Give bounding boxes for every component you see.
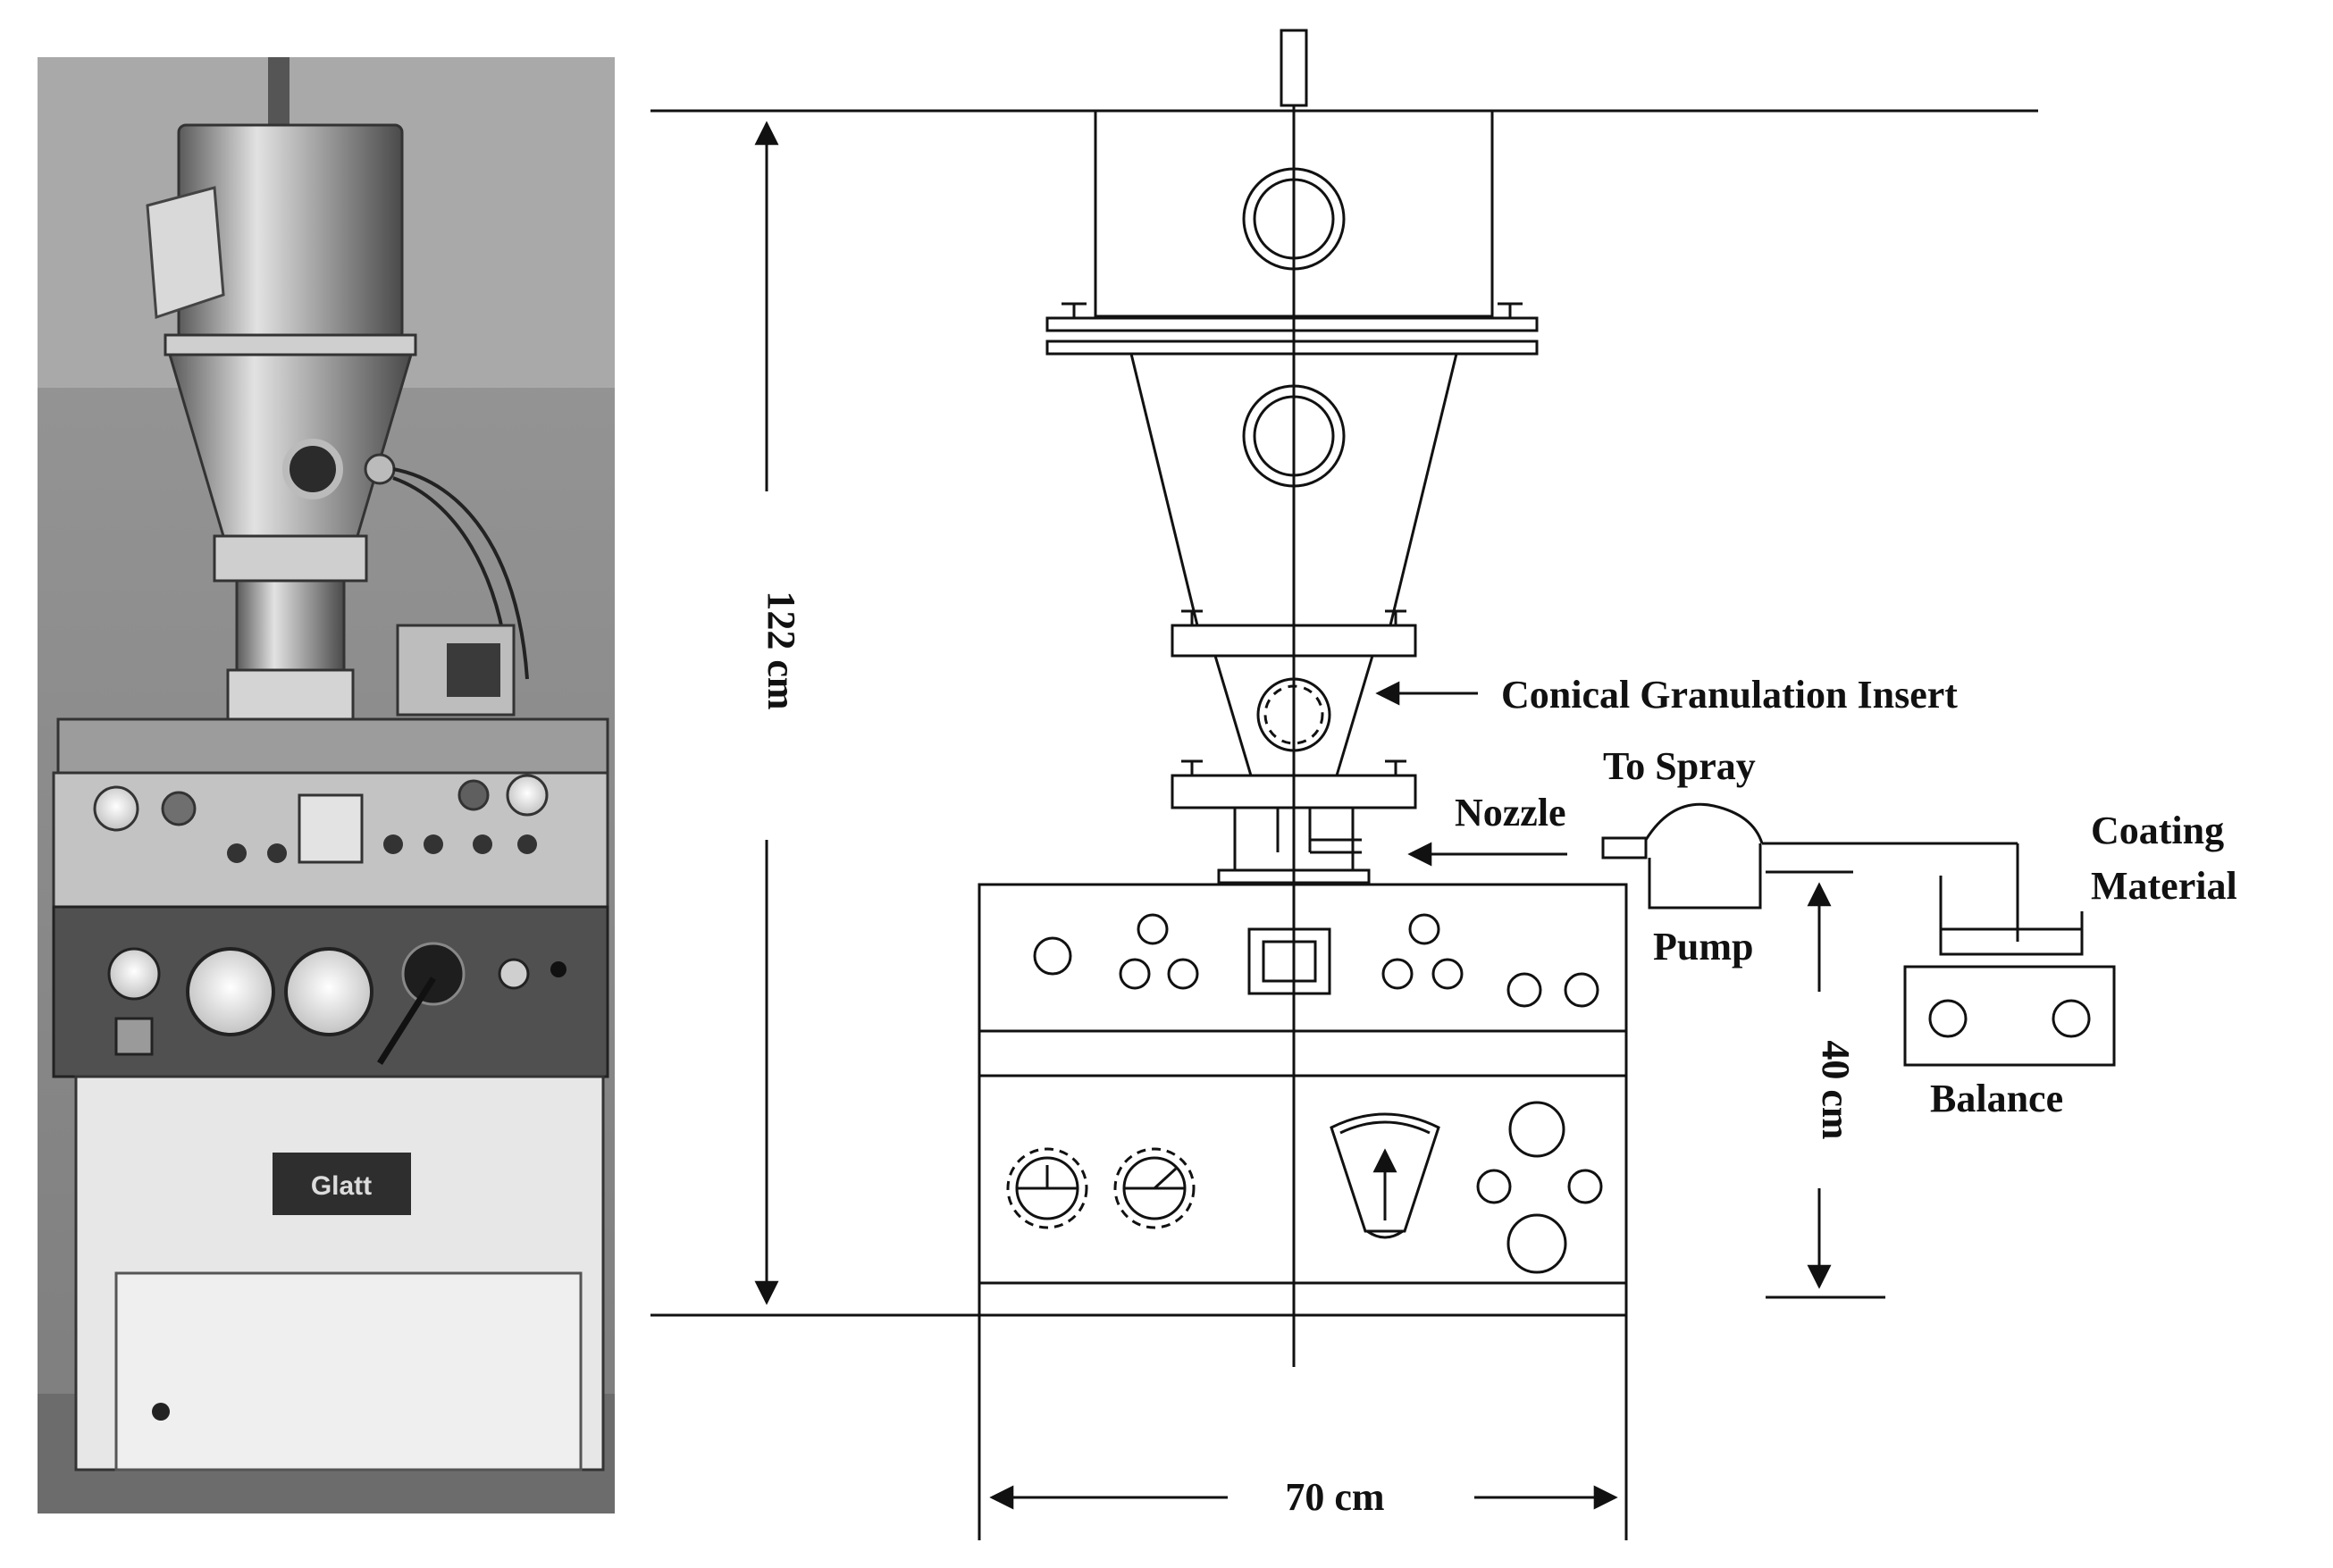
to-spray-label: To Spray: [1603, 744, 1756, 788]
coating-material-label-line1: Coating: [2091, 809, 2224, 852]
granulator-schematic: [650, 29, 2116, 1540]
nozzle-label: Nozzle: [1455, 791, 1566, 834]
width-dimension-label: 70 cm: [1285, 1475, 1384, 1519]
insert-label: Conical Granulation Insert: [1501, 673, 1958, 717]
coating-material-label-line2: Material: [2091, 864, 2237, 908]
pump-height-dimension-label: 40 cm: [1814, 1040, 1858, 1139]
granulator-photo: Glatt: [38, 57, 615, 1513]
pump-label: Pump: [1653, 925, 1753, 968]
glatt-badge-text: Glatt: [311, 1171, 372, 1201]
height-dimension-label: 122 cm: [759, 591, 803, 709]
balance-label: Balance: [1930, 1077, 2063, 1120]
